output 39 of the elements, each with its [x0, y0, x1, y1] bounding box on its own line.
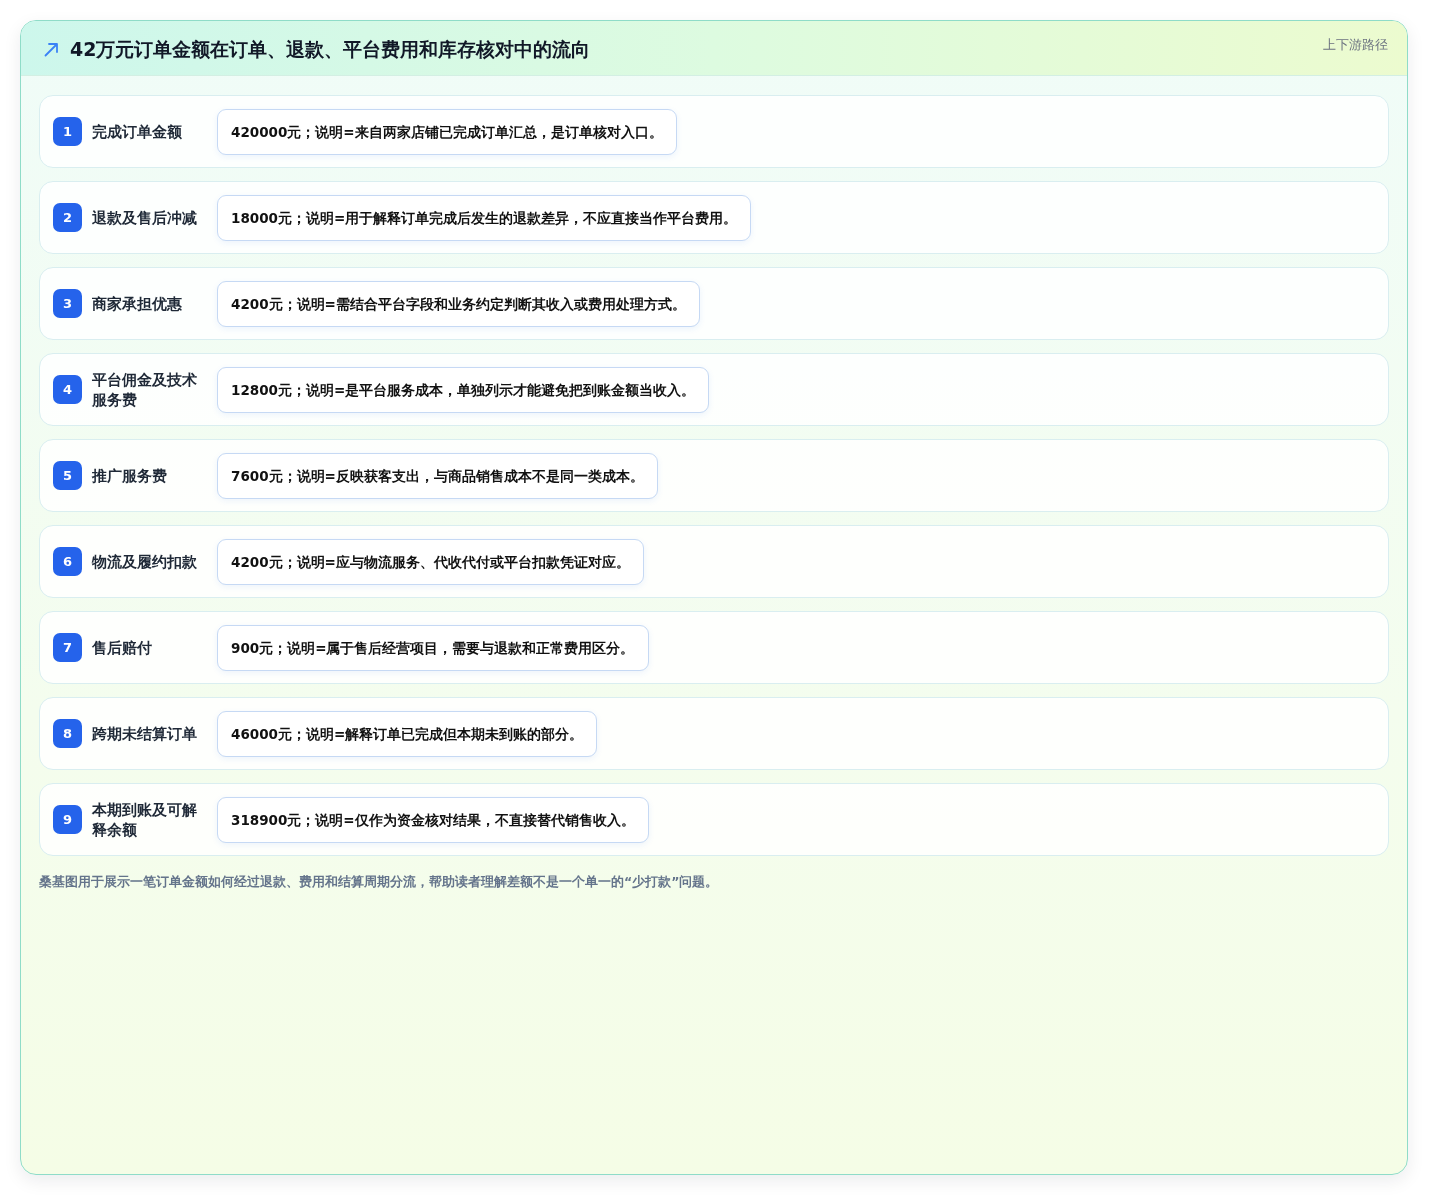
amount-note-card: 420000元；说明=来自两家店铺已完成订单汇总，是订单核对入口。 — [217, 108, 677, 155]
header-tag: 上下游路径 — [1323, 36, 1388, 54]
row-label: 物流及履约扣款 — [92, 552, 198, 572]
row-card — [39, 267, 1389, 340]
row-label: 商家承担优惠 — [92, 294, 183, 314]
row-card — [39, 181, 1389, 254]
caption: 桑基图用于展示一笔订单金额如何经过退款、费用和结算周期分流，帮助读者理解差额不是一个单一的“少打款”问题。 — [39, 873, 719, 891]
step-badge: 5 — [53, 461, 82, 490]
step-badge: 4 — [53, 375, 82, 404]
row-card — [39, 353, 1389, 426]
row-label: 平台佣金及技术服务费 — [92, 370, 198, 410]
row-card — [39, 95, 1389, 168]
step-badge: 6 — [53, 547, 82, 576]
amount-note-card: 7600元；说明=反映获客支出，与商品销售成本不是同一类成本。 — [217, 452, 658, 499]
row-label: 售后赔付 — [92, 638, 153, 658]
step-badge: 3 — [53, 289, 82, 318]
step-badge: 9 — [53, 805, 82, 834]
amount-note-card: 46000元；说明=解释订单已完成但本期未到账的部分。 — [217, 710, 598, 757]
row-card — [39, 611, 1389, 684]
amount-note-card: 12800元；说明=是平台服务成本，单独列示才能避免把到账金额当收入。 — [217, 366, 710, 413]
amount-note-card: 4200元；说明=需结合平台字段和业务约定判断其收入或费用处理方式。 — [217, 280, 700, 327]
row-card — [39, 697, 1389, 770]
row-label: 跨期未结算订单 — [92, 724, 198, 744]
amount-note-card: 4200元；说明=应与物流服务、代收代付或平台扣款凭证对应。 — [217, 538, 644, 585]
step-badge: 1 — [53, 117, 82, 146]
row-label: 推广服务费 — [92, 466, 168, 486]
row-card — [39, 439, 1389, 512]
step-badge: 7 — [53, 633, 82, 662]
row-label: 完成订单金额 — [92, 122, 183, 142]
amount-note-card: 18000元；说明=用于解释订单完成后发生的退款差异，不应直接当作平台费用。 — [217, 194, 752, 241]
amount-note-card: 318900元；说明=仅作为资金核对结果，不直接替代销售收入。 — [217, 796, 649, 843]
title: 42万元订单金额在订单、退款、平台费用和库存核对中的流向 — [70, 37, 591, 62]
row-card — [39, 783, 1389, 856]
row-label: 本期到账及可解释余额 — [92, 800, 198, 840]
step-badge: 8 — [53, 719, 82, 748]
row-card — [39, 525, 1389, 598]
amount-note-card: 900元；说明=属于售后经营项目，需要与退款和正常费用区分。 — [217, 624, 649, 671]
row-label: 退款及售后冲减 — [92, 208, 198, 228]
step-badge: 2 — [53, 203, 82, 232]
